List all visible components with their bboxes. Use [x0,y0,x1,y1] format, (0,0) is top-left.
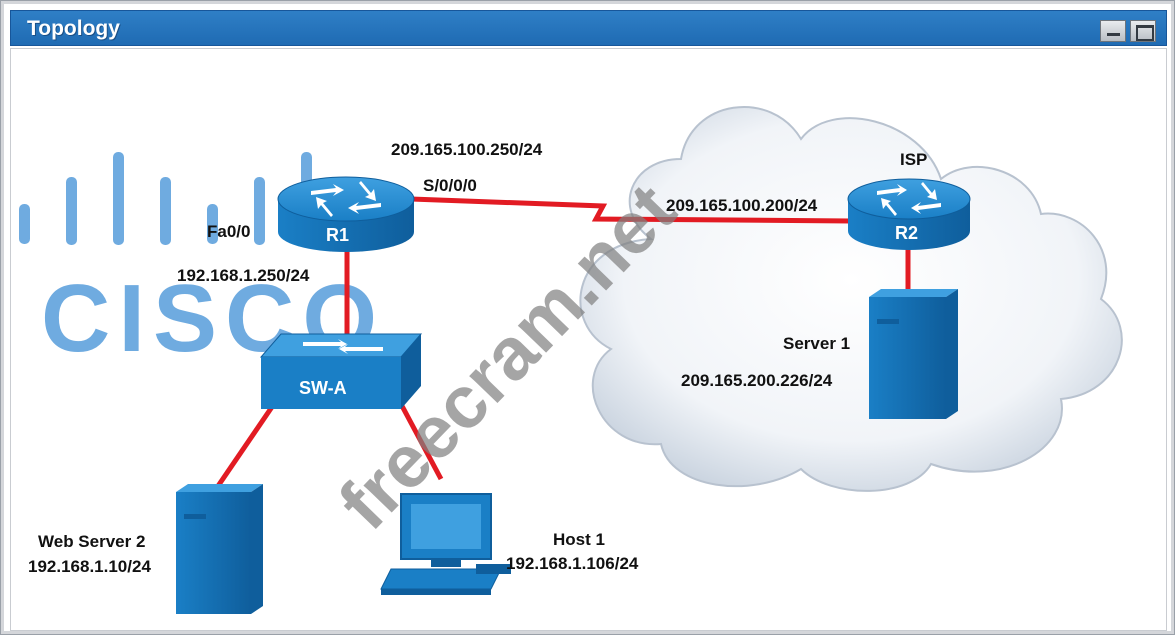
window-title: Topology [27,17,120,40]
host-1[interactable] [380,493,511,595]
web-server-2-ip-label: 192.168.1.10/24 [28,557,151,576]
cisco-logo-watermark [19,152,312,245]
server-1[interactable] [869,289,958,419]
r1-serial-ip-label: 209.165.100.250/24 [391,140,543,159]
maximize-button[interactable] [1130,20,1156,42]
r1-fa-ip-label: 192.168.1.250/24 [177,266,310,285]
window-titlebar[interactable]: Topology [10,10,1167,46]
links [213,196,911,491]
host-1-name-label: Host 1 [553,530,605,549]
server-1-name-label: Server 1 [783,334,850,353]
host-1-ip-label: 192.168.1.106/24 [506,554,639,573]
topology-diagram: CISCO R1 [19,106,1123,614]
minimize-button[interactable] [1100,20,1126,42]
server-1-ip-label: 209.165.200.226/24 [681,371,833,390]
router-arrows-icon [877,182,941,216]
r2-label: R2 [895,223,918,243]
r1-serial-interface-label: S/0/0/0 [423,176,477,195]
drive-slot-icon [184,514,206,519]
router-r2[interactable]: R2 [847,178,971,250]
screen-icon [411,504,481,549]
sw-a-label: SW-A [299,378,347,398]
r1-label: R1 [326,225,349,245]
web-server-2-name-label: Web Server 2 [38,532,145,551]
router-arrows-icon [311,181,381,217]
switch-sw-a[interactable]: SW-A [259,333,423,409]
router-r1[interactable]: R1 [277,176,415,252]
serial-link [410,196,852,224]
isp-label: ISP [900,150,927,169]
switch-arrows-icon [303,339,383,354]
r2-serial-ip-label: 209.165.100.200/24 [666,196,818,215]
web-server-2[interactable] [176,484,263,614]
drive-slot-icon [877,319,899,324]
r1-fa-interface-label: Fa0/0 [207,222,250,241]
sw-webserver-link [213,399,279,491]
isp-cloud [579,106,1123,492]
topology-canvas: CISCO R1 [10,48,1167,631]
